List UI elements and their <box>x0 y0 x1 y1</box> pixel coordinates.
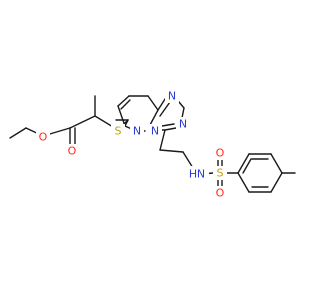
atom-o-sulfonyl-bottom: O <box>213 186 227 200</box>
atom-label-o: O <box>216 187 225 200</box>
atom-label-n: N <box>197 168 205 181</box>
atom-label-n: N <box>133 125 141 138</box>
atom-nh: H N <box>187 166 209 182</box>
bonds <box>9 95 296 193</box>
atom-label-o: O <box>216 147 225 160</box>
atom-n-triazole-b: N <box>176 117 190 131</box>
atom-n-triazole-a: N <box>165 89 179 103</box>
atom-n-bridge: N <box>148 124 162 138</box>
bond <box>242 158 252 174</box>
bond <box>117 105 126 127</box>
bond <box>182 151 194 169</box>
atom-label-n: N <box>179 118 187 131</box>
bond <box>117 95 130 107</box>
molecule-structure: O O S N N N N H N <box>9 89 296 200</box>
bond <box>159 101 171 117</box>
bond <box>270 172 283 193</box>
bond <box>9 127 27 139</box>
bond <box>181 107 185 119</box>
atom-n-pyridazine: N <box>130 124 144 138</box>
bond <box>164 127 177 131</box>
atom-label-s: S <box>115 125 122 138</box>
atom-labels: O O S N N N N H N <box>36 89 227 200</box>
atom-label-o: O <box>39 131 48 144</box>
bond <box>120 99 131 110</box>
atom-s-thioether: S <box>111 124 125 138</box>
bond <box>159 129 166 151</box>
bond <box>147 95 159 111</box>
bond <box>161 123 175 127</box>
atom-label-h: H <box>189 168 197 181</box>
bond <box>69 115 96 129</box>
atom-o-carbonyl: O <box>65 144 79 158</box>
bond <box>237 153 250 174</box>
bond <box>159 149 184 153</box>
bond <box>149 109 159 126</box>
bond <box>124 119 129 127</box>
atom-label-n: N <box>168 90 176 103</box>
bond <box>237 172 250 193</box>
atom-label-s: S <box>217 167 224 180</box>
bond <box>270 153 283 174</box>
atom-o-ether: O <box>36 130 50 144</box>
atom-label-o: O <box>68 145 77 158</box>
atom-label-n: N <box>151 125 159 138</box>
atom-o-sulfonyl-top: O <box>213 146 227 160</box>
atom-s-sulfonyl: S <box>213 166 227 180</box>
